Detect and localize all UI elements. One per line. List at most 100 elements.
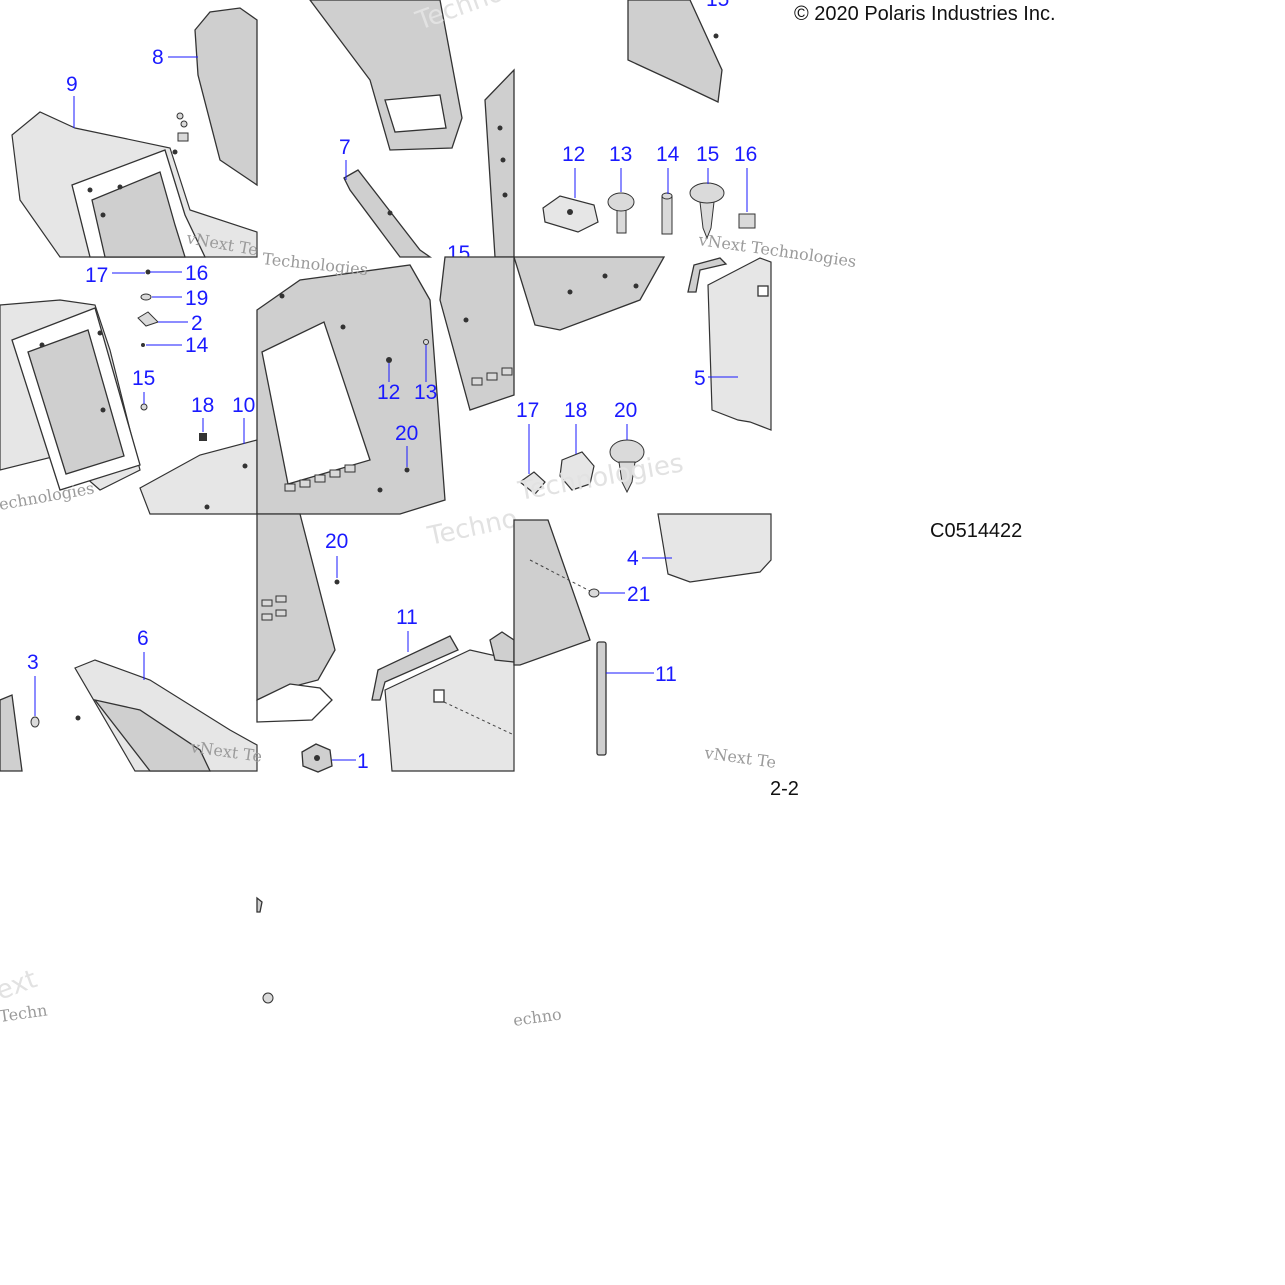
part-15-screw xyxy=(140,403,148,411)
hole xyxy=(502,192,508,198)
tile-bottom-right: 21 4 11 vNext Te xyxy=(513,513,777,772)
part-11-seal-strip xyxy=(596,641,607,756)
hole xyxy=(204,504,210,510)
part-19-washer xyxy=(140,293,152,301)
watermark-fragment: echnologies xyxy=(0,478,96,513)
callout-18: 18 xyxy=(564,399,587,422)
part-7-handle xyxy=(343,169,433,258)
hole xyxy=(463,317,469,323)
callout-19: 19 xyxy=(185,287,208,310)
part-16-nut xyxy=(738,213,756,229)
callout-8: 8 xyxy=(152,46,164,69)
tile-middle-right: 5 17 18 20 Technologies xyxy=(513,256,772,507)
fragment-grommet xyxy=(262,992,274,1004)
part-bracket-corner xyxy=(627,0,723,103)
callout-16: 16 xyxy=(185,262,208,285)
hole xyxy=(100,407,106,413)
part-3-grommet xyxy=(30,716,40,728)
callout-14: 14 xyxy=(656,143,680,166)
callout-13: 13 xyxy=(609,143,632,166)
part-door-panel xyxy=(384,649,515,772)
copyright-text: © 2020 Polaris Industries Inc. xyxy=(794,3,1056,25)
callout-20: 20 xyxy=(614,399,637,422)
part-15-panel-right xyxy=(439,256,515,411)
washer xyxy=(180,120,188,128)
callout-17: 17 xyxy=(85,264,108,287)
hole xyxy=(100,212,106,218)
part-11-seal xyxy=(371,635,459,701)
tile-lower-fragments: Techn echno ext xyxy=(0,896,563,1030)
callout-2: 2 xyxy=(191,312,203,335)
part-12-hole xyxy=(567,209,573,215)
diagram-code: C0514422 xyxy=(930,520,1022,542)
part-15-screw-head xyxy=(689,182,725,204)
part-17-clip xyxy=(519,471,546,495)
hole xyxy=(500,157,506,163)
callout-4: 4 xyxy=(627,547,639,570)
tile-bottom-left: 3 6 vNext Te xyxy=(0,627,263,772)
callout-9: 9 xyxy=(66,73,78,96)
panel-bottom-frame xyxy=(256,513,336,701)
watermark-fragment: vNext Te xyxy=(702,743,777,772)
hole xyxy=(567,289,573,295)
part-right-edge xyxy=(484,68,515,258)
callout-12: 12 xyxy=(377,381,400,404)
callout-15-top: 15 xyxy=(706,0,729,11)
part-5-latch xyxy=(757,285,769,297)
tile-top-middle: 7 15 Techno xyxy=(309,0,515,265)
watermark-fragment: Technologies xyxy=(515,448,686,507)
tile-middle-center: 12 13 20 Technologies xyxy=(256,249,515,515)
part-13-bolt xyxy=(423,339,429,345)
watermark-fragment: Technologies xyxy=(262,249,369,279)
callout-6: 6 xyxy=(137,627,149,650)
part-8-panel xyxy=(194,7,258,187)
callout-15: 15 xyxy=(696,143,719,166)
part-9-frame-lower-inner xyxy=(27,329,125,475)
tile-bottom-center: 20 11 1 Techno xyxy=(256,504,520,773)
part-21-grommet xyxy=(588,588,600,598)
hole xyxy=(633,283,639,289)
tile-top-right: 15 12 13 14 15 16 vNext Technologies xyxy=(542,0,857,271)
hole xyxy=(279,293,285,299)
callout-20: 20 xyxy=(395,422,418,445)
vent-slots xyxy=(284,367,513,492)
hole xyxy=(87,187,93,193)
hinge-line xyxy=(443,701,515,736)
door-latch xyxy=(433,689,445,703)
watermark-fragment: echno xyxy=(512,1004,563,1030)
panel-lower-edge xyxy=(513,256,666,331)
part-5-handle xyxy=(687,257,728,293)
tile-middle-left: 17 16 19 2 14 15 18 10 echnologies xyxy=(0,262,258,515)
part-20-rivet xyxy=(334,579,340,585)
dash-window xyxy=(261,321,371,485)
part-9-frame-inner xyxy=(91,171,186,258)
panel-bottom-flange xyxy=(256,683,333,723)
part-door-edge xyxy=(513,519,591,666)
part-18-nut xyxy=(559,451,595,491)
callout-11: 11 xyxy=(655,663,677,686)
part-left-sliver xyxy=(0,694,23,772)
part-12-clip xyxy=(386,357,392,363)
screw-head xyxy=(713,33,719,39)
callout-21: 21 xyxy=(627,583,650,606)
callout-15: 15 xyxy=(132,367,155,390)
callout-5: 5 xyxy=(694,367,706,390)
hole xyxy=(377,487,383,493)
part-20-rivet xyxy=(404,467,410,473)
part-13-bolt-head xyxy=(607,192,635,212)
part-5-door xyxy=(707,257,772,431)
hole xyxy=(602,273,608,279)
part-16-washer xyxy=(145,269,151,275)
callout-3: 3 xyxy=(27,651,39,674)
part-10-trim xyxy=(139,439,258,515)
part-2-clip xyxy=(137,311,159,327)
clip xyxy=(177,132,189,142)
callout-18: 18 xyxy=(191,394,214,417)
hole xyxy=(39,342,45,348)
part-20-rivet-shank xyxy=(618,461,636,494)
callout-13: 13 xyxy=(414,381,437,404)
screw-head xyxy=(172,149,178,155)
part-6-recess xyxy=(93,698,212,772)
screw-head xyxy=(75,715,81,721)
